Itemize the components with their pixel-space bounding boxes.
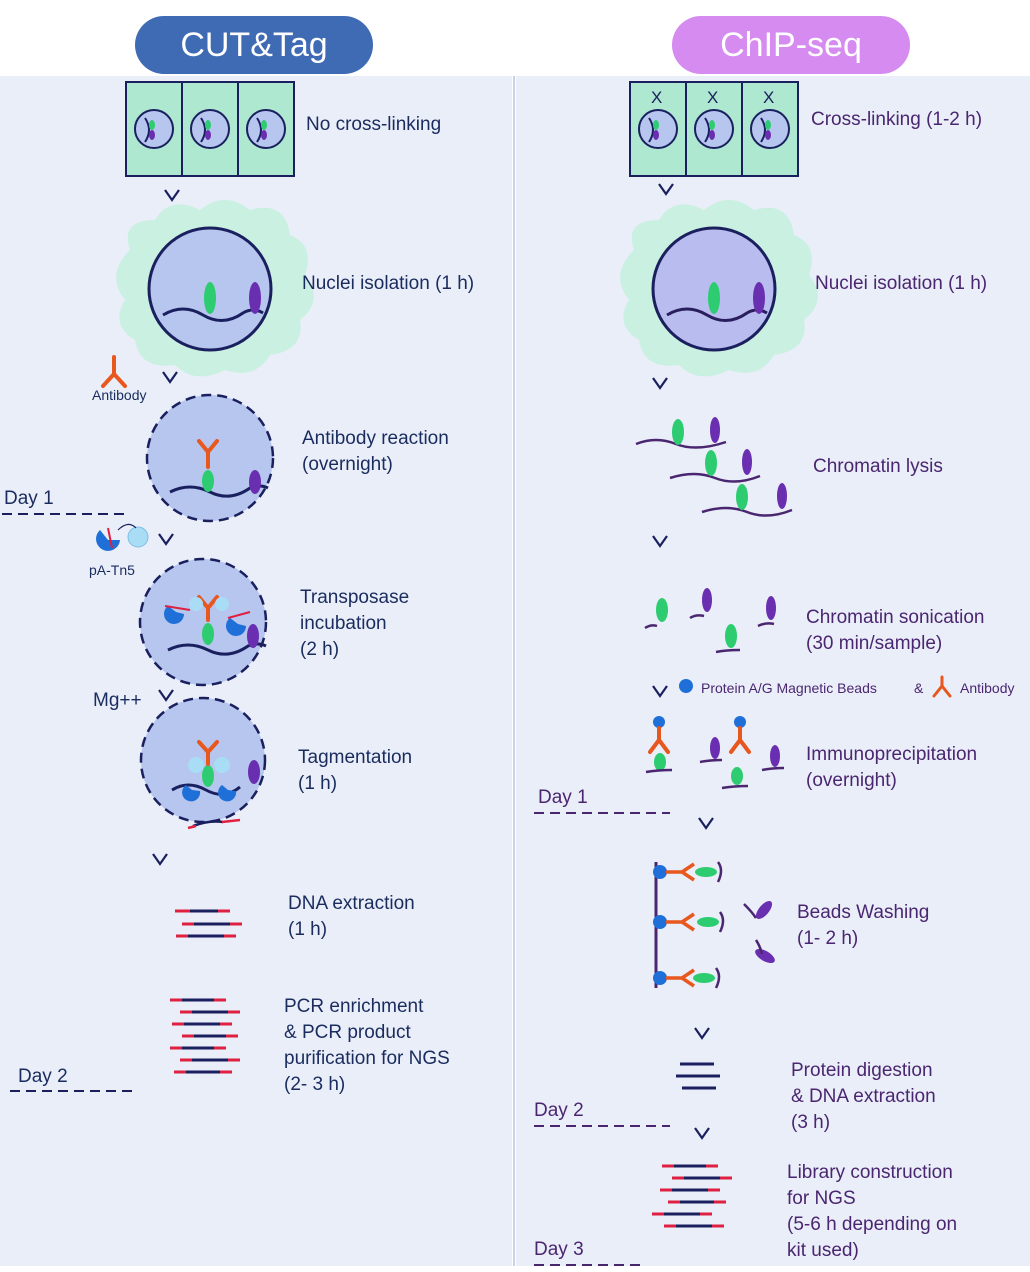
- antibody-label: Antibody: [92, 387, 147, 403]
- arrow-icon: [157, 684, 175, 702]
- pa-tn5-label: pA-Tn5: [89, 562, 135, 578]
- svg-text:X: X: [707, 88, 718, 107]
- step-chromatin-sonication: Chromatin sonication (30 min/sample): [806, 607, 985, 654]
- magnetic-bead-icon: [679, 679, 693, 693]
- ampersand-label: &: [914, 680, 924, 696]
- cut-antibody-icon: [101, 355, 127, 388]
- arrow-icon: [651, 530, 669, 548]
- svg-text:X: X: [763, 88, 774, 107]
- day2-label-chip: Day 2: [534, 1100, 584, 1121]
- step-transposase-incubation: Transposase incubation (2 h): [300, 587, 410, 660]
- cut-transposase-nucleus-icon: [138, 557, 268, 687]
- immunoprecipitation-icon: [645, 716, 785, 790]
- beads-washing-icon: [653, 861, 775, 989]
- arrow-icon: [693, 1022, 711, 1040]
- step-dna-extraction: DNA extraction (1 h): [288, 893, 415, 940]
- step-nuclei-isolation-cut: Nuclei isolation (1 h): [302, 273, 475, 294]
- step-chromatin-lysis: Chromatin lysis: [813, 456, 943, 477]
- panel-divider: [513, 76, 515, 1266]
- arrow-icon: [161, 366, 179, 384]
- chromatin-sonication-icon: [644, 588, 776, 654]
- library-construction-icon: [652, 1164, 732, 1228]
- chromatin-lysis-icon: [635, 417, 793, 517]
- arrow-icon: [693, 1122, 711, 1140]
- cut-tag-header: CUT&Tag: [135, 16, 373, 74]
- arrow-icon: [157, 528, 175, 546]
- cut-cells-icon: [125, 81, 295, 177]
- step-no-cross-linking: No cross-linking: [306, 114, 442, 135]
- cut-pcr-icon: [170, 998, 240, 1074]
- cut-antibody-nucleus-icon: [145, 393, 275, 523]
- arrow-icon: [651, 680, 669, 698]
- chip-antibody-label: Antibody: [960, 680, 1015, 696]
- chip-antibody-icon: [932, 675, 952, 698]
- day3-label-chip: Day 3: [534, 1239, 584, 1260]
- arrow-icon: [151, 848, 169, 866]
- chip-nucleus-icon: [620, 200, 818, 377]
- arrow-icon: [163, 184, 181, 202]
- step-cross-linking: Cross-linking (1-2 h): [811, 109, 983, 130]
- cut-dna-extraction-icon: [175, 909, 242, 938]
- step-pcr-enrichment: PCR enrichment & PCR product purificatio…: [284, 996, 450, 1095]
- step-tagmentation: Tagmentation (1 h): [298, 747, 413, 794]
- step-protein-digestion: Protein digestion & DNA extraction (3 h): [791, 1060, 936, 1133]
- svg-text:X: X: [651, 88, 662, 107]
- cut-nucleus-icon: [116, 200, 314, 377]
- protein-digestion-icon: [676, 1062, 720, 1090]
- step-beads-washing: Beads Washing (1- 2 h): [797, 902, 930, 949]
- arrow-icon: [697, 812, 715, 830]
- cut-tagmentation-nucleus-icon: [139, 696, 267, 830]
- day2-label-cut: Day 2: [18, 1066, 68, 1087]
- chip-seq-header: ChIP-seq: [672, 16, 910, 74]
- day1-label-chip: Day 1: [538, 787, 588, 808]
- day1-label-cut: Day 1: [4, 488, 54, 509]
- step-library-construction: Library construction for NGS (5-6 h depe…: [787, 1162, 958, 1261]
- arrow-icon: [651, 372, 669, 390]
- arrow-icon: [657, 178, 675, 196]
- step-nuclei-isolation-chip: Nuclei isolation (1 h): [815, 273, 988, 294]
- step-antibody-reaction: Antibody reaction (overnight): [302, 428, 449, 475]
- beads-label: Protein A/G Magnetic Beads: [701, 680, 877, 696]
- step-immunoprecipitation: Immunoprecipitation (overnight): [806, 744, 978, 791]
- mg-label: Mg++: [93, 690, 142, 711]
- pa-tn5-icon: [96, 523, 149, 551]
